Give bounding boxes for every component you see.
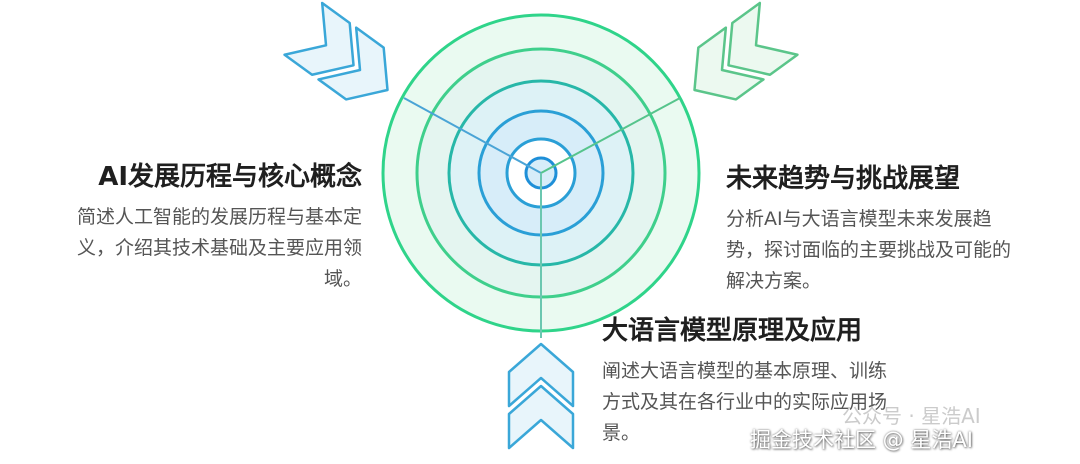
node-right-desc: 分析AI与大语言模型未来发展趋 势，探讨面临的主要挑战及可能的 解决方案。: [726, 204, 1066, 297]
node-right: 未来趋势与挑战展望 分析AI与大语言模型未来发展趋 势，探讨面临的主要挑战及可能…: [726, 162, 1066, 297]
node-left-desc-line: 域。: [323, 268, 362, 290]
chevron-shape: [283, 1, 355, 76]
chevron-arrow-left: [283, 1, 389, 101]
node-bottom-desc: 阐述大语言模型的基本原理、训练 方式及其在各行业中的实际应用场 景。: [602, 356, 942, 449]
chevron-shape: [693, 26, 765, 101]
chevron-arrow-right: [693, 1, 799, 101]
watermark-faint: 公众号 · 星浩AI: [842, 404, 981, 428]
chevron-arrow-bottom: [507, 342, 575, 450]
chevron-shape: [507, 342, 575, 408]
node-left-desc-line: 义，介绍其技术基础及主要应用领: [76, 237, 362, 259]
node-bottom: 大语言模型原理及应用 阐述大语言模型的基本原理、训练 方式及其在各行业中的实际应…: [602, 314, 942, 449]
chevron-shape: [727, 1, 799, 76]
node-left-desc-line: 简述人工智能的发展历程与基本定: [76, 206, 362, 228]
node-right-desc-line: 解决方案。: [726, 270, 822, 292]
node-left-desc: 简述人工智能的发展历程与基本定 义，介绍其技术基础及主要应用领 域。: [14, 202, 362, 295]
node-bottom-desc-line: 阐述大语言模型的基本原理、训练: [602, 360, 888, 382]
node-bottom-desc-line: 景。: [602, 422, 641, 444]
connector-line-left: [403, 97, 542, 174]
connector-line-right: [540, 97, 681, 174]
node-bottom-desc-line: 方式及其在各行业中的实际应用场: [602, 391, 888, 413]
node-left: AI发展历程与核心概念 简述人工智能的发展历程与基本定 义，介绍其技术基础及主要…: [14, 160, 362, 295]
chevron-shape: [507, 384, 575, 450]
node-right-desc-line: 分析AI与大语言模型未来发展趋: [726, 208, 992, 230]
watermark: 掘金技术社区 @ 星浩AI: [750, 428, 973, 452]
node-right-title: 未来趋势与挑战展望: [726, 164, 961, 194]
node-right-desc-line: 势，探讨面临的主要挑战及可能的: [726, 239, 1012, 261]
connector-lines: [403, 97, 681, 338]
node-left-title: AI发展历程与核心概念: [98, 162, 362, 192]
node-bottom-title: 大语言模型原理及应用: [602, 316, 863, 346]
arrow-chevrons: [283, 1, 799, 450]
chevron-shape: [317, 26, 389, 101]
